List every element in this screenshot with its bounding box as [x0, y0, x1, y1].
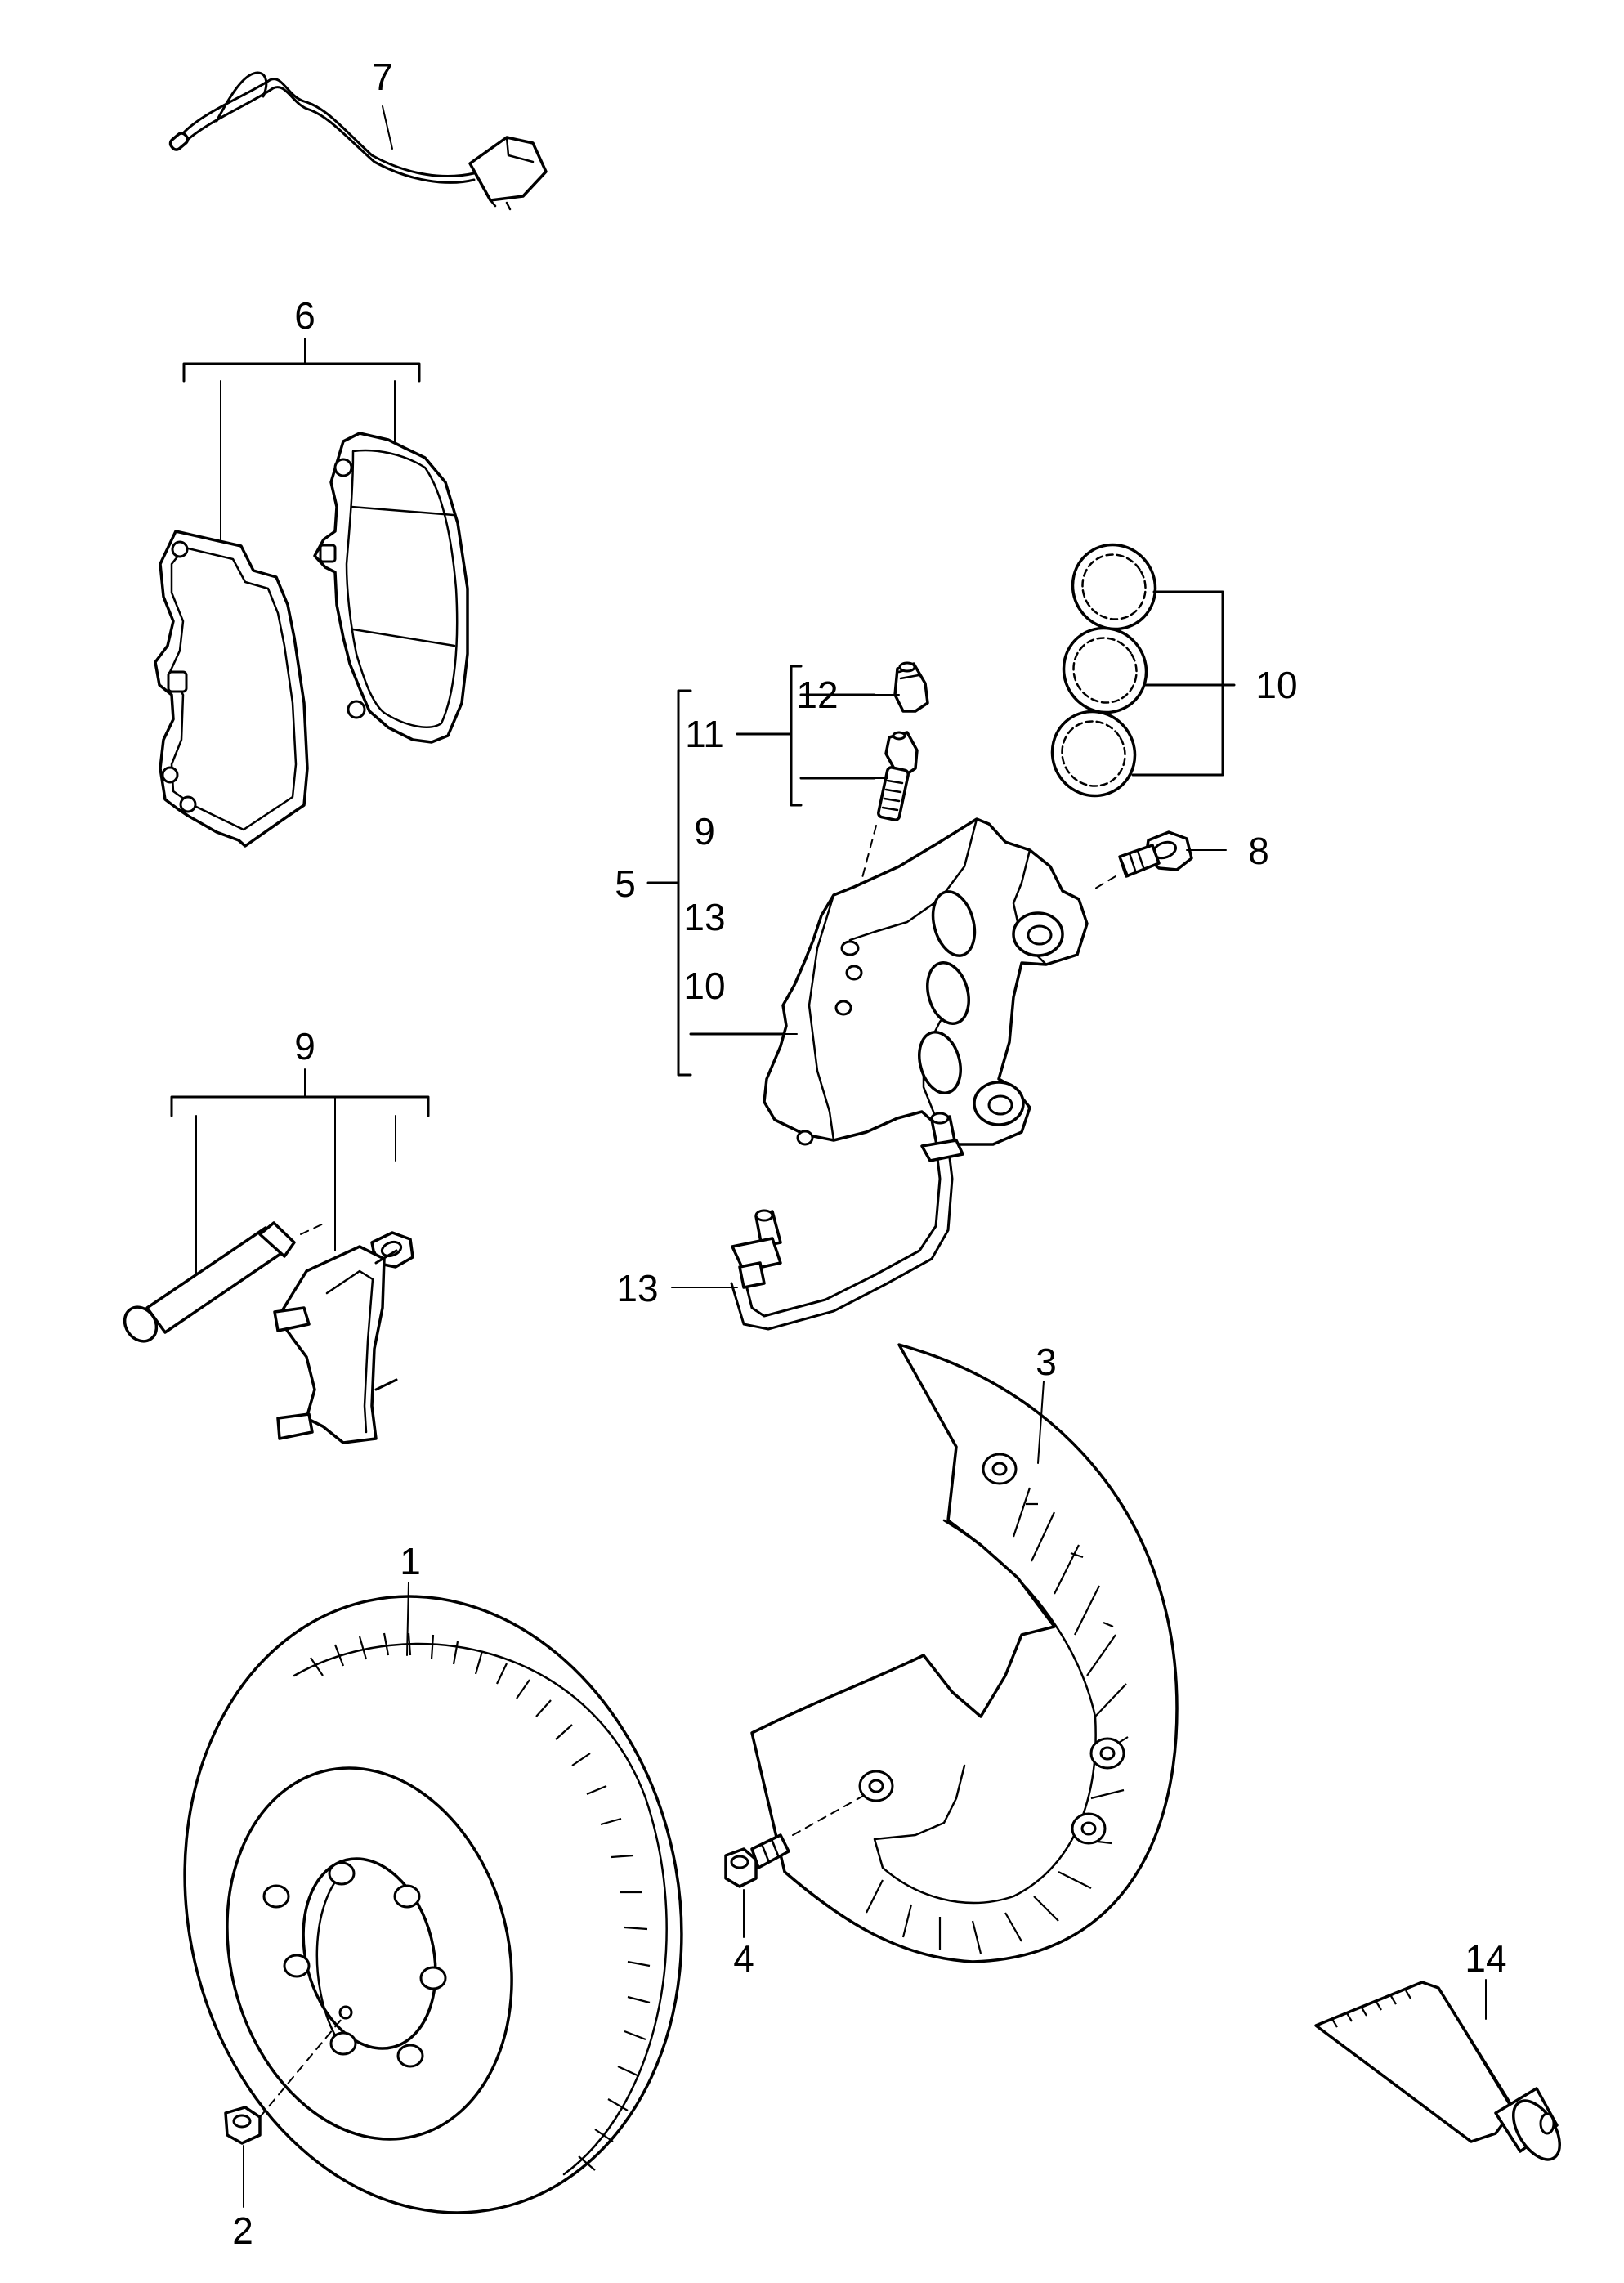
bleeder-axis [849, 825, 877, 924]
grease-tube-drawing [1314, 1981, 1561, 2161]
brake-pad-friction [313, 432, 469, 744]
part-6-label: 6 [294, 294, 315, 337]
brake-line-drawing [730, 1112, 964, 1331]
bleeder-screw-drawing [877, 731, 919, 821]
bleeder-cap-drawing [893, 661, 929, 713]
caliper-contents-bracket [646, 665, 876, 1077]
leader-part-7 [382, 105, 393, 150]
part-9-label: 9 [294, 1025, 315, 1068]
screw-2-axis [259, 2018, 342, 2118]
caliper-content-10: 10 [683, 965, 725, 1007]
splash-shield-drawing [750, 1343, 1179, 1963]
caliper-content-9: 9 [694, 810, 715, 853]
brake-pad-set-bracket [182, 362, 421, 383]
part-12-label: 12 [796, 674, 838, 716]
mounting-bolt-drawing [1118, 830, 1193, 878]
part-1-label: 1 [400, 1540, 421, 1582]
shield-screw-drawing [724, 1833, 790, 1888]
bolt-axis [1090, 875, 1116, 892]
brake-caliper-drawing [763, 817, 1089, 1146]
part-14-label: 14 [1465, 1937, 1506, 1980]
part-7-label: 7 [372, 56, 393, 98]
part-13-label: 13 [616, 1267, 658, 1309]
pad-retaining-pin-drawing [123, 1221, 296, 1343]
part-8-label: 8 [1248, 830, 1269, 872]
part-5-label: 5 [615, 862, 636, 905]
brake-pad-backplate [154, 530, 309, 848]
part-3-label: 3 [1036, 1341, 1057, 1383]
wear-sensor-cable-drawing [168, 71, 548, 211]
part-4-label: 4 [733, 1937, 754, 1980]
pin-axis [300, 1221, 328, 1235]
brake-disc-drawing [183, 1595, 683, 2214]
leader-part-1 [406, 1582, 409, 1656]
part-2-label: 2 [232, 2209, 253, 2252]
leader-part-3 [1037, 1381, 1045, 1464]
pad-retainer-bracket [170, 1095, 430, 1117]
caliper-content-13: 13 [683, 896, 725, 938]
pad-spring-clip-drawing [273, 1245, 398, 1444]
disc-vent-pattern [310, 1632, 651, 2171]
seal-rings-drawing [1050, 543, 1157, 798]
screw-axis [792, 1793, 867, 1836]
seal-rings-bracket [1131, 590, 1236, 777]
locating-screw-drawing [224, 2106, 262, 2145]
caliper-content-11: 11 [685, 713, 724, 755]
part-10-label: 10 [1255, 664, 1297, 706]
